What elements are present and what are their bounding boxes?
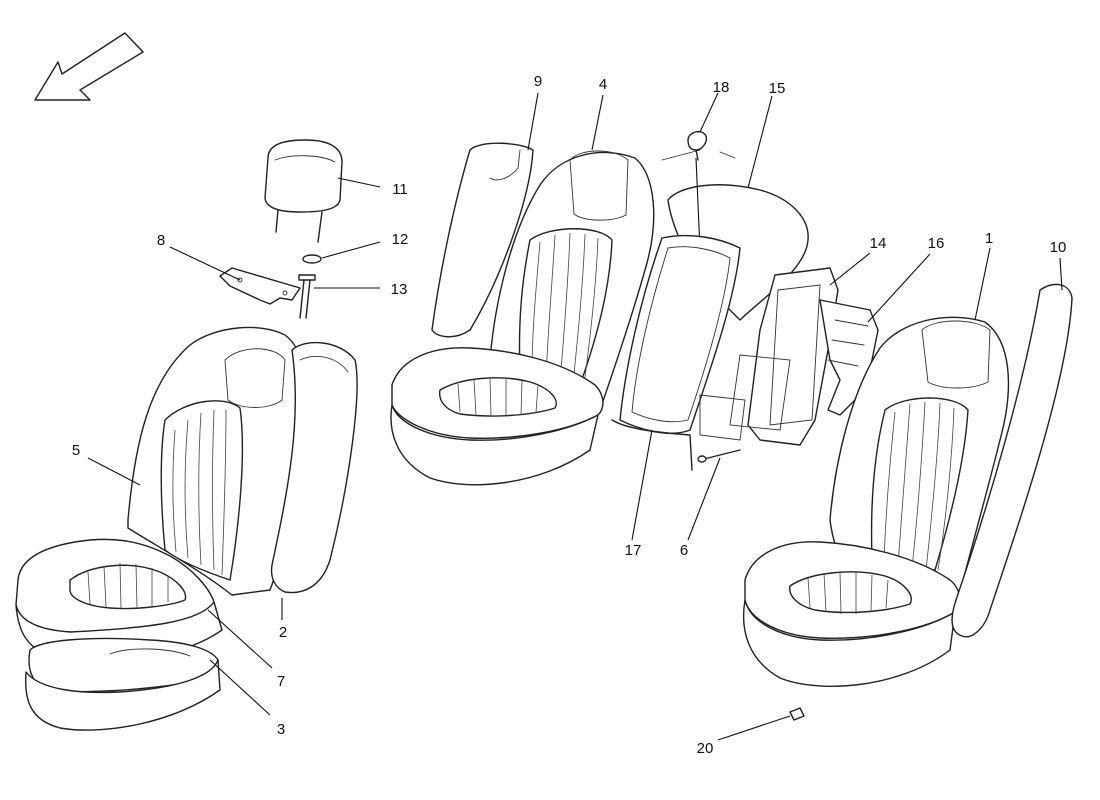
seat-base-left (24, 637, 221, 731)
callout-20: 20 (697, 740, 714, 757)
seat-back-left (127, 326, 305, 596)
callout-9: 9 (534, 73, 542, 90)
plate-part (219, 267, 301, 305)
callout-3: 3 (277, 721, 285, 738)
side-trim-10 (951, 283, 1073, 638)
fixing-screw-18 (687, 130, 708, 161)
armrest-frame-17 (611, 234, 741, 471)
callout-8: 8 (157, 232, 165, 249)
headrest-part (264, 139, 343, 243)
bracket-16 (819, 299, 879, 416)
callout-13: 13 (391, 281, 408, 298)
callout-10: 10 (1050, 239, 1067, 256)
callout-16: 16 (928, 235, 945, 252)
seat-center (390, 150, 655, 486)
callout-2: 2 (279, 624, 287, 641)
pin-part (298, 274, 316, 319)
callout-labels: 1 2 3 4 5 6 7 8 9 10 11 12 13 14 15 16 1… (72, 73, 1067, 757)
seat-right (742, 316, 1010, 687)
callout-5: 5 (72, 442, 80, 459)
clip-20 (789, 707, 805, 721)
callout-18: 18 (713, 79, 730, 96)
callout-14: 14 (870, 235, 887, 252)
callout-17: 17 (625, 542, 642, 559)
seat-frame-14 (699, 267, 839, 446)
leader-lines (87, 92, 1063, 741)
callout-6: 6 (680, 542, 688, 559)
callout-15: 15 (769, 80, 786, 97)
guide-sleeve-part (302, 254, 322, 264)
rod-6 (697, 449, 741, 463)
callout-4: 4 (599, 76, 607, 93)
callout-11: 11 (392, 181, 408, 198)
arrow-down-left-icon (34, 32, 144, 101)
callout-1: 1 (985, 230, 993, 247)
side-bolster-left (270, 341, 358, 594)
callout-12: 12 (392, 231, 409, 248)
callout-7: 7 (277, 673, 285, 690)
side-trim-9 (431, 142, 534, 338)
